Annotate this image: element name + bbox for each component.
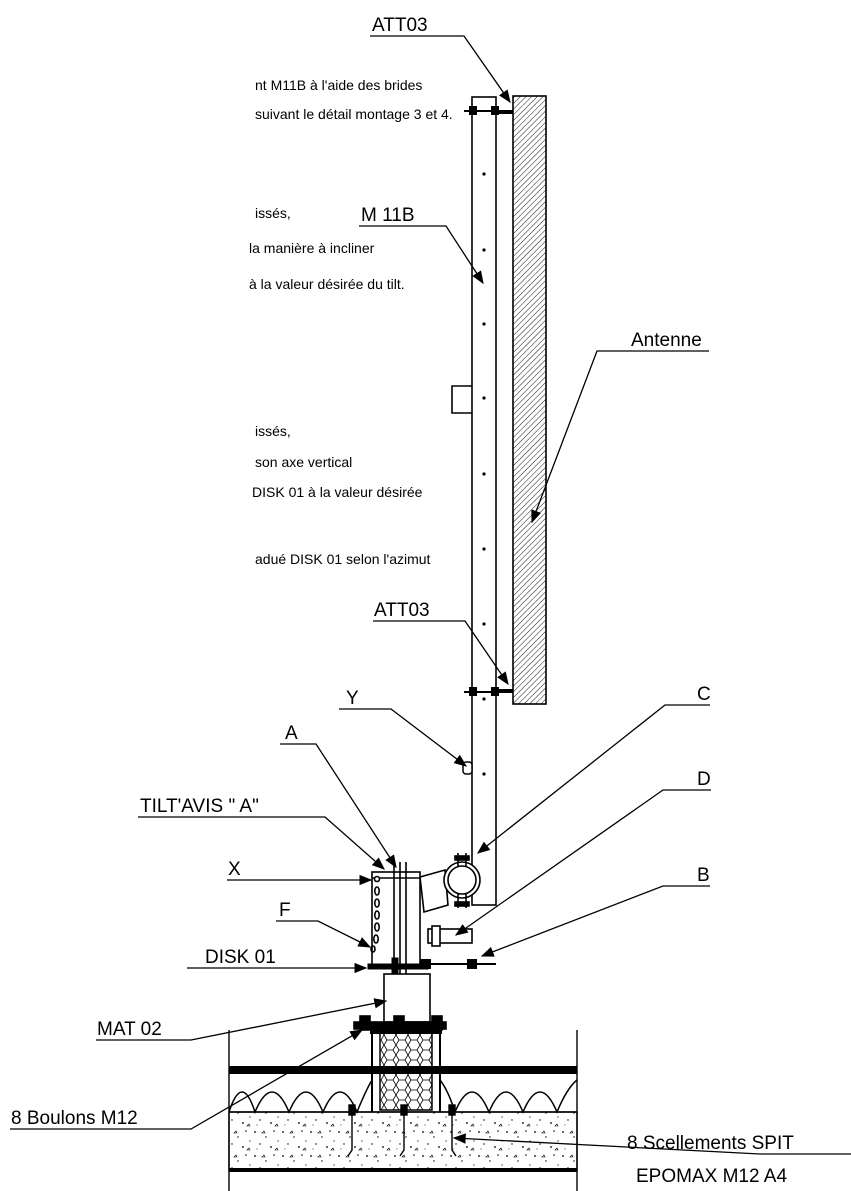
note-line-2: suivant le détail montage 3 et 4.: [255, 106, 453, 122]
note-line-8: DISK 01 à la valeur désirée: [252, 484, 423, 500]
note-line-1: nt M11B à l'aide des brides: [255, 77, 423, 93]
note-line-7: son axe vertical: [255, 454, 353, 470]
label-boulons: 8 Boulons M12: [11, 1108, 138, 1129]
label-group: ATT03 M 11B Antenne ATT03 C Y A D TILT'A…: [11, 15, 794, 1187]
label-mat02: MAT 02: [97, 1019, 162, 1040]
note-line-4: la manière à incliner: [249, 240, 375, 256]
att03-bracket-bottom: [464, 687, 513, 696]
label-a: A: [285, 723, 298, 744]
label-b: B: [697, 865, 710, 886]
note-line-3: issés,: [255, 205, 291, 221]
label-antenne: Antenne: [631, 330, 702, 351]
label-scellements-2: EPOMAX M12 A4: [636, 1166, 787, 1187]
label-att03-bottom: ATT03: [374, 600, 430, 621]
note-line-5: à la valeur désirée du tilt.: [249, 276, 405, 292]
att03-bracket-top: [464, 106, 513, 115]
label-c: C: [697, 684, 711, 705]
label-m11b: M 11B: [361, 205, 415, 226]
label-y: Y: [346, 688, 359, 709]
part-y: [462, 761, 473, 775]
label-f: F: [279, 900, 291, 921]
roof-section: [228, 1028, 578, 1191]
note-line-9: adué DISK 01 selon l'azimut: [255, 551, 431, 567]
antenna-panel: [512, 95, 547, 705]
mast-m11b: [451, 96, 497, 906]
label-att03-top: ATT03: [372, 15, 428, 36]
label-d: D: [697, 769, 711, 790]
mat-02-post: [353, 973, 447, 1031]
label-tiltavis: TILT'AVIS " A": [140, 796, 259, 817]
note-line-6: issés,: [255, 423, 291, 439]
label-scellements-1: 8 Scellements SPIT: [627, 1133, 794, 1154]
label-disk01: DISK 01: [205, 947, 276, 968]
leader-lines: [10, 35, 851, 1155]
clamp-c: [419, 853, 481, 914]
label-x: X: [228, 859, 241, 880]
